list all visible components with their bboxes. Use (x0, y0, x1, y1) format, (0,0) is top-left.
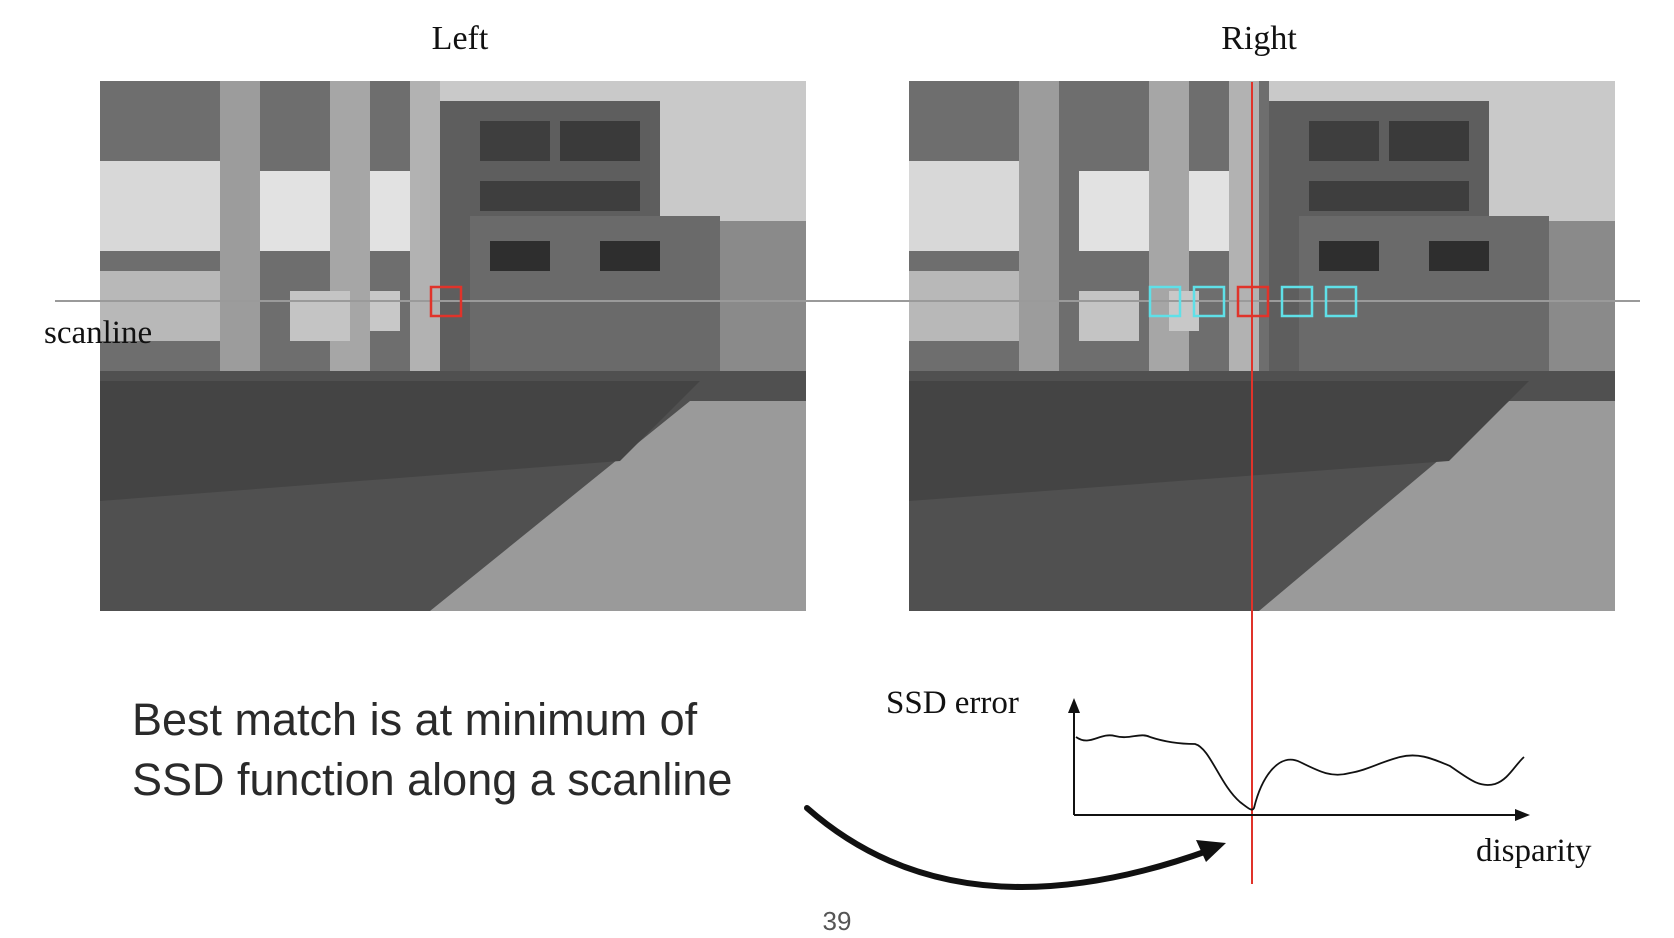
right-stereo-image (909, 81, 1615, 611)
scanline-label: scanline (44, 315, 153, 351)
page-number: 39 (822, 906, 852, 936)
right-image-title: Right (1221, 20, 1297, 57)
plot-x-label: disparity (1476, 833, 1592, 869)
pointer-arrow (804, 805, 1213, 890)
candidate-window (1324, 285, 1358, 318)
y-axis-arrowhead (1068, 698, 1080, 713)
caption-line-1: Best match is at minimum of (132, 694, 698, 745)
caption: Best match is at minimum of SSD function… (132, 690, 732, 810)
candidate-window (1280, 285, 1314, 318)
left-stereo-image (100, 81, 806, 611)
caption-line-2: SSD function along a scanline (132, 754, 733, 805)
left-match-window (429, 285, 463, 318)
candidate-window (1148, 285, 1182, 318)
plot-y-label: SSD error (886, 685, 1019, 721)
left-image-title: Left (431, 20, 489, 57)
candidate-window (1192, 285, 1226, 318)
pointer-arrowhead (1196, 840, 1226, 862)
x-axis-arrowhead (1515, 809, 1530, 821)
ssd-curve (1075, 734, 1525, 811)
